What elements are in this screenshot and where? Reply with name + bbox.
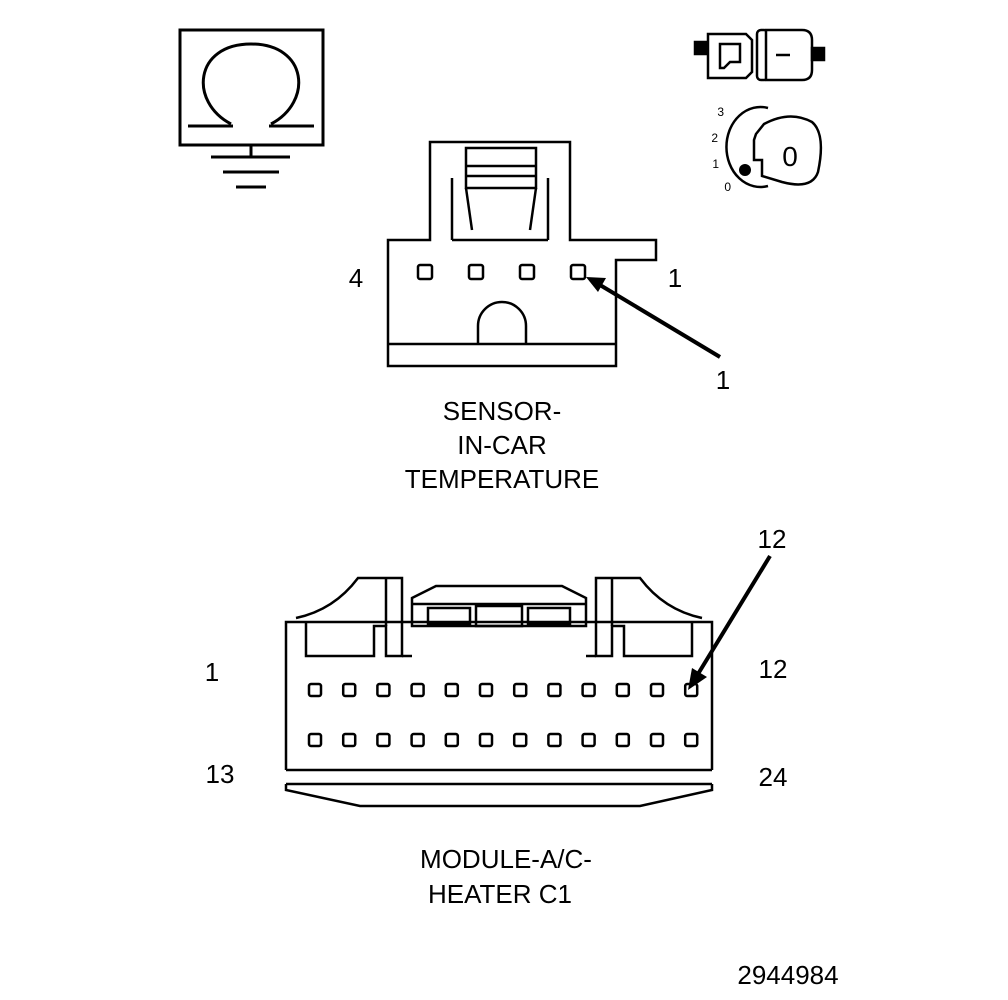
module-pin-13 (307, 732, 323, 748)
sensor-title-line-3: TEMPERATURE (405, 464, 600, 494)
key-label: 0 (782, 141, 798, 172)
module-pin-17 (444, 732, 460, 748)
module-title: MODULE-A/C- HEATER C1 (420, 844, 592, 909)
module-pin-23 (649, 732, 665, 748)
module-pin-2 (341, 682, 357, 698)
module-pin-9 (581, 682, 596, 698)
module-connector-body (284, 620, 714, 770)
module-pin-15 (376, 732, 391, 748)
ignition-key-icon: 3 2 1 0 0 (711, 105, 823, 194)
module-pin-4 (410, 682, 425, 698)
module-title-line-1: MODULE-A/C- (420, 844, 592, 874)
sensor-latch (464, 146, 538, 190)
module-bottom-left-label: 13 (206, 759, 235, 789)
sensor-pin-row (416, 263, 587, 281)
module-pin-7 (512, 682, 528, 698)
sensor-callout-arrow (586, 277, 722, 359)
module-callout-label: 12 (758, 524, 787, 554)
sensor-pin-3 (467, 263, 485, 281)
module-pin-10 (615, 682, 631, 698)
ohmmeter-icon (178, 28, 325, 189)
key-position-2: 2 (711, 131, 718, 145)
module-pin-11 (649, 682, 665, 698)
module-pin-18 (478, 732, 494, 748)
module-bottom-right-label: 24 (759, 762, 788, 792)
module-pin-grid (307, 682, 699, 748)
sensor-title-line-2: IN-CAR (457, 430, 547, 460)
sensor-connector (386, 140, 658, 368)
module-connector (284, 576, 714, 808)
module-title-line-2: HEATER C1 (428, 879, 572, 909)
module-pin-21 (581, 732, 596, 748)
module-callout-arrow (688, 554, 772, 690)
module-latch (410, 584, 588, 628)
sensor-callout-label: 1 (716, 365, 730, 395)
module-top-right-label: 12 (759, 654, 788, 684)
sensor-key-notch (476, 300, 528, 344)
module-pin-20 (547, 732, 562, 748)
module-pin-19 (512, 732, 528, 748)
key-position-1: 1 (712, 157, 719, 171)
module-pin-24 (683, 732, 699, 748)
sensor-pin-2 (518, 263, 536, 281)
sensor-title: SENSOR- IN-CAR TEMPERATURE (405, 396, 600, 494)
sensor-pin-right-label: 1 (668, 263, 682, 293)
module-pin-16 (410, 732, 425, 748)
module-pin-14 (341, 732, 357, 748)
module-pin-3 (376, 682, 391, 698)
module-pin-6 (478, 682, 494, 698)
figure-id: 2944984 (737, 960, 838, 990)
module-pin-1 (307, 682, 323, 698)
module-pin-5 (444, 682, 460, 698)
key-position-0: 0 (724, 180, 731, 194)
sensor-title-line-1: SENSOR- (443, 396, 561, 426)
module-top-left-label: 1 (205, 657, 219, 687)
sensor-pin-1 (569, 263, 587, 281)
key-position-3: 3 (717, 105, 724, 119)
key-position-marker (739, 164, 751, 176)
connector-disconnect-icon (693, 28, 826, 82)
sensor-pin-left-label: 4 (349, 263, 363, 293)
module-pin-22 (615, 732, 631, 748)
sensor-pin-4 (416, 263, 434, 281)
module-pin-8 (547, 682, 562, 698)
